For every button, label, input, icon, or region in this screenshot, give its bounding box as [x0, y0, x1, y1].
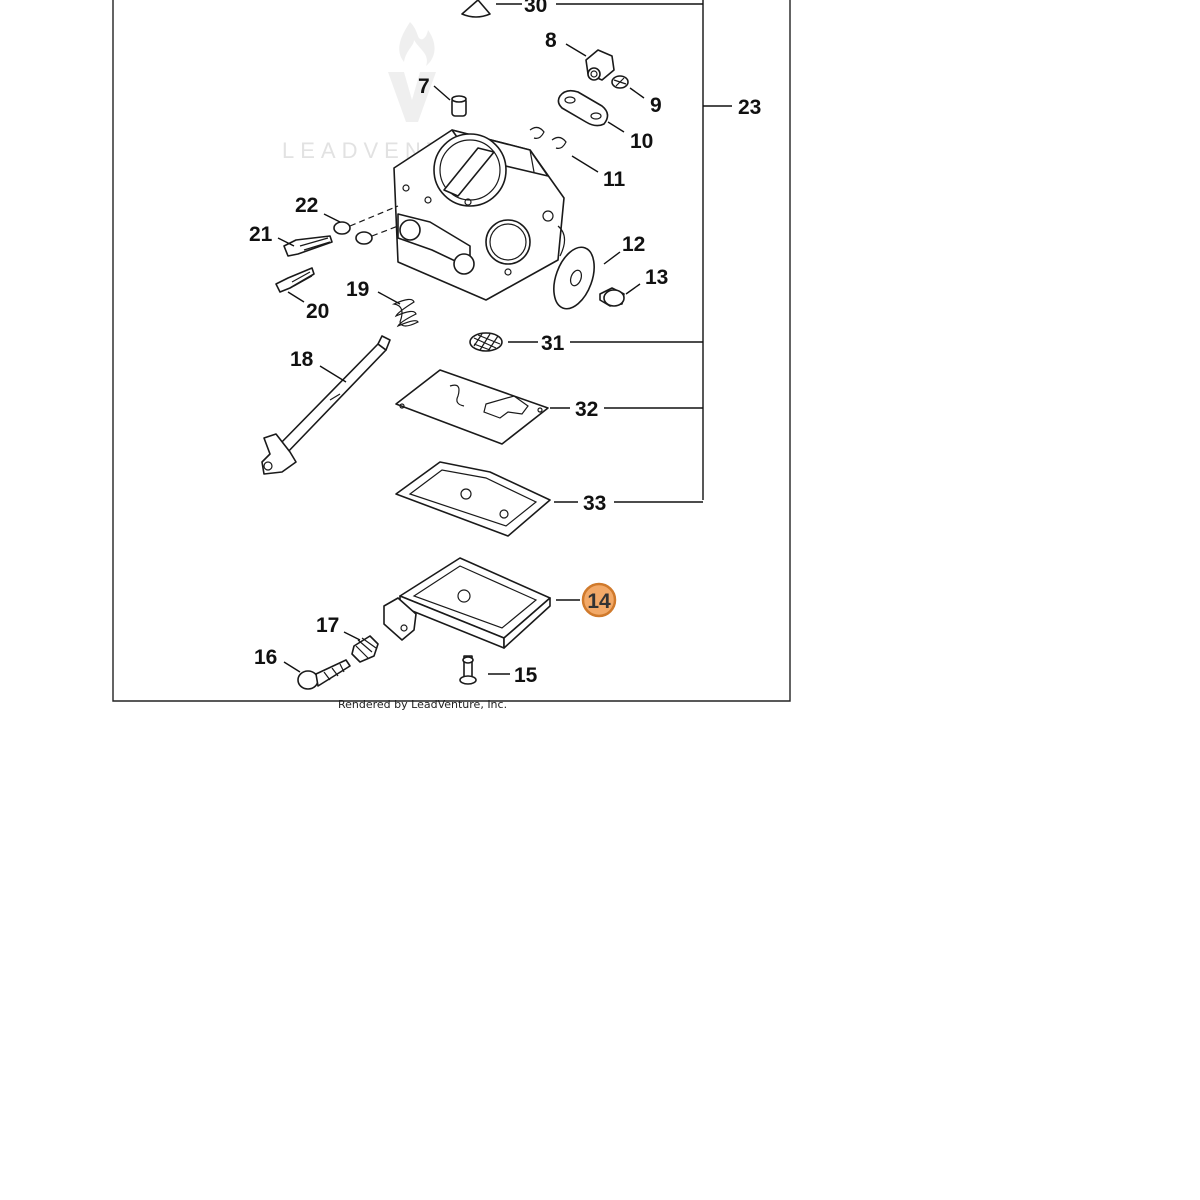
part-18-throttle-shaft: [261, 335, 391, 475]
callout-17[interactable]: 17: [316, 614, 339, 637]
part-32-gasket: [395, 369, 549, 445]
part-19-spring: [391, 298, 419, 328]
callout-33[interactable]: 33: [583, 492, 606, 515]
part-21-adjust-screw: [283, 235, 333, 257]
part-22-bushings: [333, 205, 399, 245]
callout-30[interactable]: 30: [524, 0, 547, 17]
part-30-cone: [461, 0, 491, 18]
part-13-screw: [599, 287, 625, 307]
callout-10[interactable]: 10: [630, 130, 653, 153]
part-11-clips: [529, 126, 567, 149]
callout-18[interactable]: 18: [290, 348, 314, 371]
callout-21[interactable]: 21: [249, 223, 273, 246]
callout-16[interactable]: 16: [254, 646, 277, 669]
part-17-spring: [351, 635, 379, 663]
callout-15[interactable]: 15: [514, 664, 538, 687]
watermark-logo: [388, 22, 436, 122]
callout-11[interactable]: 11: [603, 168, 626, 191]
part-23-carburetor-body: [393, 129, 566, 301]
part-15-screw: [459, 655, 477, 685]
callout-12[interactable]: 12: [622, 233, 645, 256]
callout-19[interactable]: 19: [346, 278, 369, 301]
callout-31[interactable]: 31: [541, 332, 565, 355]
callout-9[interactable]: 9: [650, 94, 662, 117]
callout-7[interactable]: 7: [418, 75, 430, 98]
bracket-23: [702, 0, 732, 500]
part-9-screw: [611, 75, 629, 89]
diagram-frame: [112, 0, 791, 702]
callout-8[interactable]: 8: [545, 29, 557, 52]
part-14-cover: [383, 557, 551, 649]
part-33-gasket: [395, 461, 551, 537]
part-10-gasket: [557, 89, 609, 127]
callout-14[interactable]: 14: [587, 590, 611, 613]
footer-credit: Rendered by LeadVenture, Inc.: [338, 698, 507, 711]
part-8-fitting: [585, 49, 615, 81]
callout-23[interactable]: 23: [738, 96, 761, 119]
part-7-plug: [451, 95, 467, 117]
callout-32[interactable]: 32: [575, 398, 598, 421]
callout-13[interactable]: 13: [645, 266, 668, 289]
part-31-filter-screen: [469, 332, 503, 352]
callout-22[interactable]: 22: [295, 194, 318, 217]
part-16-screw: [297, 659, 351, 690]
highlight-circle-14[interactable]: [581, 582, 617, 618]
part-20-adjust-screw: [275, 267, 315, 293]
part-12-diaphragm: [553, 246, 595, 310]
callout-20[interactable]: 20: [306, 300, 329, 323]
